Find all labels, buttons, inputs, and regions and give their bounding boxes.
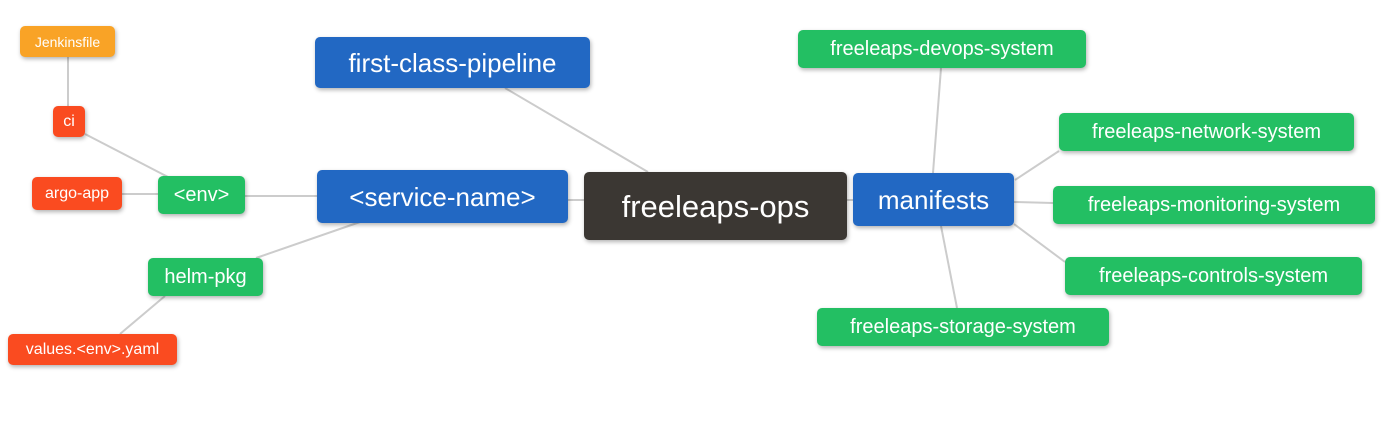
edge-freeleaps-ops-first-class-pipeline xyxy=(504,87,649,173)
edge-manifests-freeleaps-controls-system xyxy=(1013,223,1066,263)
node-service-name[interactable]: <service-name> xyxy=(317,170,568,223)
edge-manifests-freeleaps-devops-system xyxy=(932,67,942,174)
node-freeleaps-storage-system[interactable]: freeleaps-storage-system xyxy=(817,308,1109,346)
node-helm-pkg[interactable]: helm-pkg xyxy=(148,258,263,296)
node-manifests[interactable]: manifests xyxy=(853,173,1014,226)
edge-helm-pkg-values-env-yaml xyxy=(119,295,166,335)
node-values-env-yaml[interactable]: values.<env>.yaml xyxy=(8,334,177,365)
edge-manifests-freeleaps-network-system xyxy=(1014,150,1060,181)
edge-manifests-freeleaps-storage-system xyxy=(940,225,958,309)
node-freeleaps-network-system[interactable]: freeleaps-network-system xyxy=(1059,113,1354,151)
node-ci[interactable]: ci xyxy=(53,106,85,137)
node-argo-app[interactable]: argo-app xyxy=(32,177,122,210)
edge-manifests-freeleaps-monitoring-system xyxy=(1013,201,1054,204)
node-freeleaps-controls-system[interactable]: freeleaps-controls-system xyxy=(1065,257,1362,295)
node-env[interactable]: <env> xyxy=(158,176,245,214)
node-freeleaps-devops-system[interactable]: freeleaps-devops-system xyxy=(798,30,1086,68)
edge-env-ci xyxy=(84,133,169,178)
node-freeleaps-monitoring-system[interactable]: freeleaps-monitoring-system xyxy=(1053,186,1375,224)
node-freeleaps-ops[interactable]: freeleaps-ops xyxy=(584,172,847,240)
node-jenkinsfile[interactable]: Jenkinsfile xyxy=(20,26,115,57)
edge-service-name-helm-pkg xyxy=(255,221,361,259)
node-first-class-pipeline[interactable]: first-class-pipeline xyxy=(315,37,590,88)
